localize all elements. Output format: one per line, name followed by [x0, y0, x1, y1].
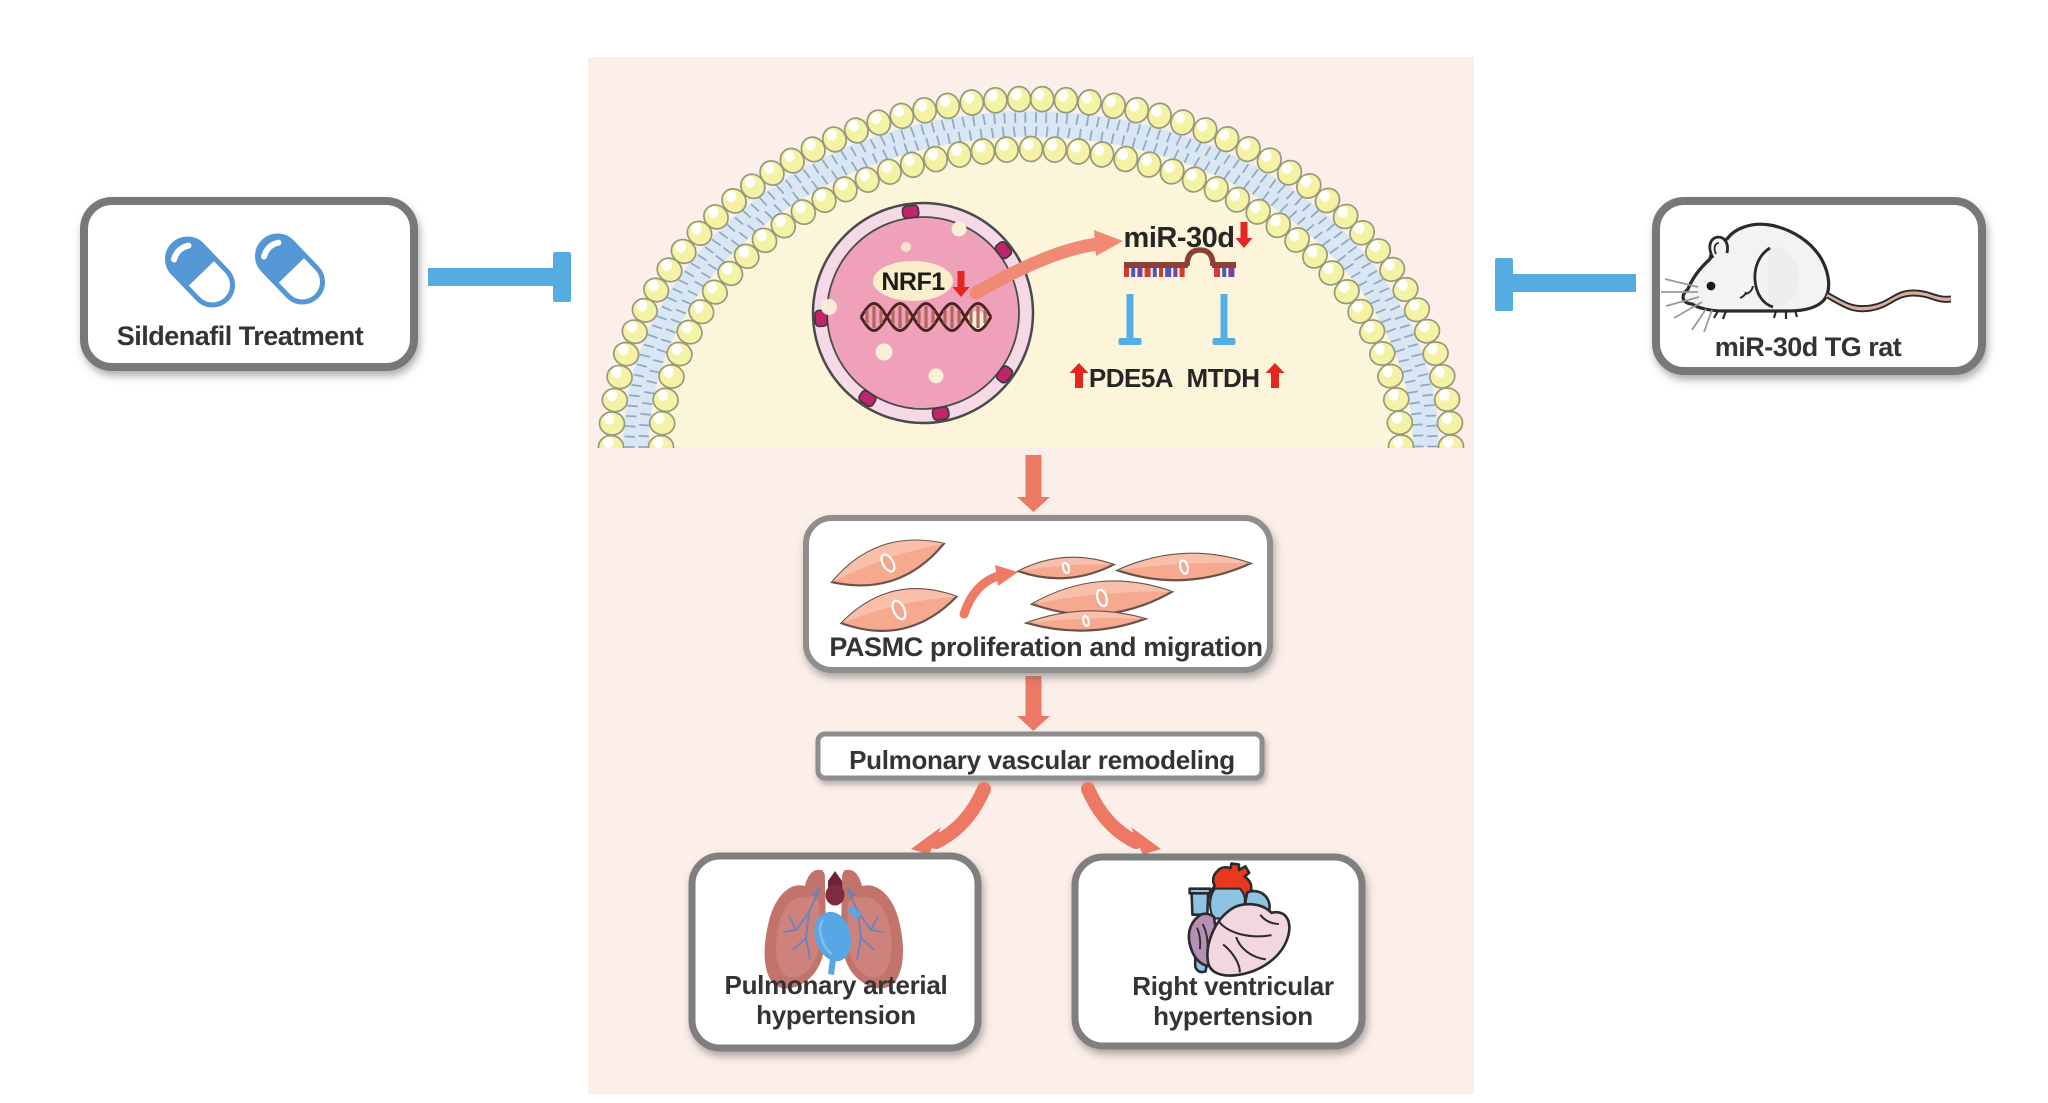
svg-text:Right ventricular: Right ventricular — [1132, 971, 1334, 1001]
svg-text:miR-30d: miR-30d — [1124, 222, 1235, 254]
svg-text:Sildenafil Treatment: Sildenafil Treatment — [117, 321, 364, 351]
svg-text:PASMC proliferation and migrat: PASMC proliferation and migration — [829, 632, 1262, 662]
svg-text:hypertension: hypertension — [756, 1000, 916, 1030]
svg-text:MTDH: MTDH — [1186, 363, 1259, 393]
svg-text:Pulmonary vascular remodeling: Pulmonary vascular remodeling — [849, 745, 1235, 775]
svg-text:NRF1: NRF1 — [881, 268, 945, 296]
svg-text:miR-30d TG rat: miR-30d TG rat — [1715, 332, 1902, 362]
svg-text:Pulmonary arterial: Pulmonary arterial — [725, 970, 948, 1000]
svg-text:PDE5A: PDE5A — [1089, 363, 1174, 393]
svg-text:hypertension: hypertension — [1153, 1001, 1313, 1031]
